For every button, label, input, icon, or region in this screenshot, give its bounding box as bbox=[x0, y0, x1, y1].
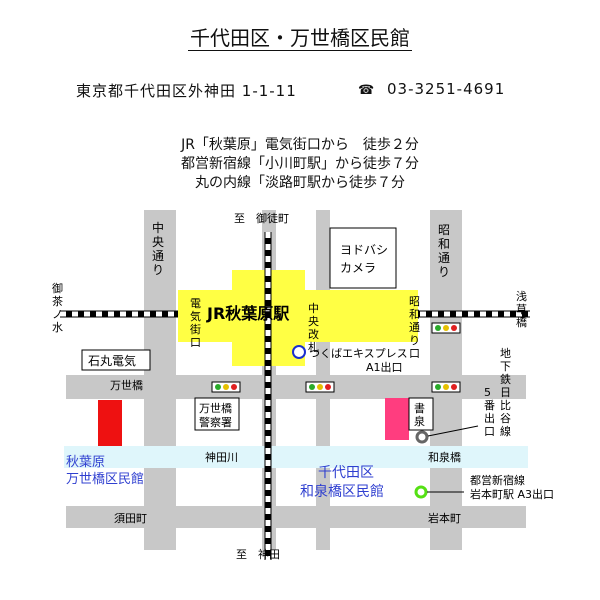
svg-text:線: 線 bbox=[500, 424, 511, 438]
svg-text:り: り bbox=[152, 263, 164, 277]
exit-denkigai: 電 気 街 口 bbox=[190, 297, 201, 349]
showa-dori-label: 昭 bbox=[438, 223, 450, 237]
access-line-marunouchi: 丸の内線「淡路町駅から徒歩７分 bbox=[195, 175, 405, 191]
svg-text:和泉橋区民館: 和泉橋区民館 bbox=[300, 483, 384, 500]
hibiya-line-label: 地 下 鉄 日 比 谷 線 bbox=[500, 347, 511, 438]
svg-text:央: 央 bbox=[308, 315, 319, 328]
mansei-bashi-police: 万世橋 警察署 bbox=[194, 397, 240, 431]
ishimaru-denki: 石丸電気 bbox=[81, 349, 151, 371]
svg-text:千代田区: 千代田区 bbox=[318, 465, 374, 481]
access-line-jr: JR「秋葉原」電気街口から 徒歩２分 bbox=[181, 137, 419, 153]
svg-text:口: 口 bbox=[484, 425, 495, 438]
station-name: JR秋葉原駅 bbox=[206, 304, 290, 323]
svg-text:比: 比 bbox=[500, 399, 511, 412]
street-labels: 中 央 通 り 昭 和 通 り 至 御徒町 至 神田 御 茶 ノ 水 浅 草 橋… bbox=[52, 211, 527, 561]
svg-text:日: 日 bbox=[500, 386, 511, 399]
shinjuku-exit-label: 岩本町駅 A3出口 bbox=[470, 487, 554, 501]
iwamotocho-label: 岩本町 bbox=[428, 511, 461, 525]
svg-text:水: 水 bbox=[52, 321, 63, 334]
svg-text:地: 地 bbox=[500, 347, 511, 360]
mansei-bashi-label: 万世橋 bbox=[110, 378, 143, 392]
telephone-number: 03-3251-4691 bbox=[386, 80, 506, 98]
svg-text:札: 札 bbox=[308, 341, 319, 354]
ochanomizu-label: 御 bbox=[52, 281, 63, 295]
svg-text:下: 下 bbox=[500, 360, 511, 373]
tsukuba-express-label: つくばエキスプレス bbox=[309, 347, 408, 360]
kanda-river bbox=[64, 446, 528, 468]
tsukuba-exit-label: A1出口 bbox=[366, 360, 403, 374]
traffic-light-icon bbox=[211, 381, 241, 393]
svg-text:り: り bbox=[409, 334, 420, 347]
shinjuku-line-marker-icon bbox=[414, 485, 428, 499]
akihabara-station bbox=[178, 270, 418, 366]
svg-text:番: 番 bbox=[484, 399, 495, 412]
svg-text:石丸電気: 石丸電気 bbox=[88, 353, 136, 368]
svg-text:出: 出 bbox=[484, 411, 495, 425]
sudacho-road bbox=[66, 506, 526, 528]
address: 東京都千代田区外神田 1-1-11 bbox=[76, 82, 297, 100]
svg-text:秋葉原: 秋葉原 bbox=[66, 455, 105, 470]
telephone-icon: ☎ bbox=[358, 83, 376, 98]
svg-text:口: 口 bbox=[409, 347, 420, 360]
svg-text:昭: 昭 bbox=[409, 295, 420, 308]
svg-text:り: り bbox=[438, 265, 450, 279]
traffic-lights bbox=[211, 322, 461, 393]
svg-text:警察署: 警察署 bbox=[199, 415, 232, 429]
svg-text:気: 気 bbox=[190, 309, 201, 323]
svg-text:ノ: ノ bbox=[52, 308, 63, 321]
kanda-gawa-label: 神田川 bbox=[205, 450, 238, 464]
svg-text:書: 書 bbox=[414, 401, 425, 415]
exit-chuo: 中 央 改 札 bbox=[308, 302, 319, 354]
mansei-venue-marker bbox=[98, 400, 122, 446]
bookstore-shosen: 書 泉 bbox=[385, 397, 434, 440]
svg-text:通: 通 bbox=[438, 251, 450, 265]
hibiya-exit-marker-icon bbox=[415, 430, 429, 444]
mansei-venue-label: 秋葉原 万世橋区民館 bbox=[66, 455, 144, 487]
svg-text:谷: 谷 bbox=[500, 412, 511, 425]
telephone: ☎ 03-3251-4691 bbox=[358, 80, 505, 98]
svg-text:草: 草 bbox=[516, 303, 527, 316]
svg-text:5: 5 bbox=[484, 386, 491, 399]
svg-text:通: 通 bbox=[152, 249, 164, 263]
svg-text:橋: 橋 bbox=[516, 315, 527, 329]
svg-text:茶: 茶 bbox=[52, 295, 63, 308]
traffic-light-icon bbox=[431, 381, 461, 393]
svg-text:通: 通 bbox=[409, 321, 420, 334]
chuo-dori-label: 中 bbox=[152, 220, 164, 235]
svg-text:カメラ: カメラ bbox=[340, 261, 376, 275]
shinjuku-line-label: 都営新宿線 bbox=[470, 473, 525, 487]
svg-text:中: 中 bbox=[308, 302, 319, 315]
sudacho-label: 須田町 bbox=[114, 512, 147, 525]
svg-text:ヨドバシ: ヨドバシ bbox=[340, 243, 388, 257]
izumi-venue-label: 千代田区 和泉橋区民館 bbox=[300, 465, 384, 500]
svg-text:口: 口 bbox=[190, 336, 201, 349]
to-kanda-label: 至 神田 bbox=[236, 547, 280, 561]
svg-text:改: 改 bbox=[308, 327, 319, 341]
traffic-light-icon bbox=[305, 381, 335, 393]
svg-text:万世橋区民館: 万世橋区民館 bbox=[66, 472, 144, 487]
traffic-light-icon bbox=[431, 322, 461, 334]
page-title: 千代田区・万世橋区民館 bbox=[188, 26, 412, 51]
svg-text:和: 和 bbox=[409, 308, 420, 321]
svg-text:街: 街 bbox=[190, 322, 201, 336]
svg-text:泉: 泉 bbox=[414, 414, 425, 428]
exit-showa: 昭 和 通 り 口 bbox=[409, 295, 420, 360]
svg-text:鉄: 鉄 bbox=[500, 372, 511, 386]
svg-text:央: 央 bbox=[152, 235, 164, 249]
tsukuba-express-marker-icon bbox=[292, 345, 306, 359]
access-line-shinjuku: 都営新宿線「小川町駅」から徒歩７分 bbox=[181, 156, 419, 172]
svg-text:万世橋: 万世橋 bbox=[199, 401, 232, 415]
hibiya-exit-label: 5 番 出 口 bbox=[484, 386, 495, 438]
yodobashi-camera: ヨドバシ カメラ bbox=[329, 227, 397, 289]
asakusabashi-label: 浅 bbox=[516, 290, 527, 303]
to-okachimachi-label: 至 御徒町 bbox=[234, 211, 289, 225]
izumi-bashi-label: 和泉橋 bbox=[428, 450, 461, 464]
svg-text:電: 電 bbox=[190, 297, 201, 310]
svg-text:和: 和 bbox=[438, 237, 450, 251]
